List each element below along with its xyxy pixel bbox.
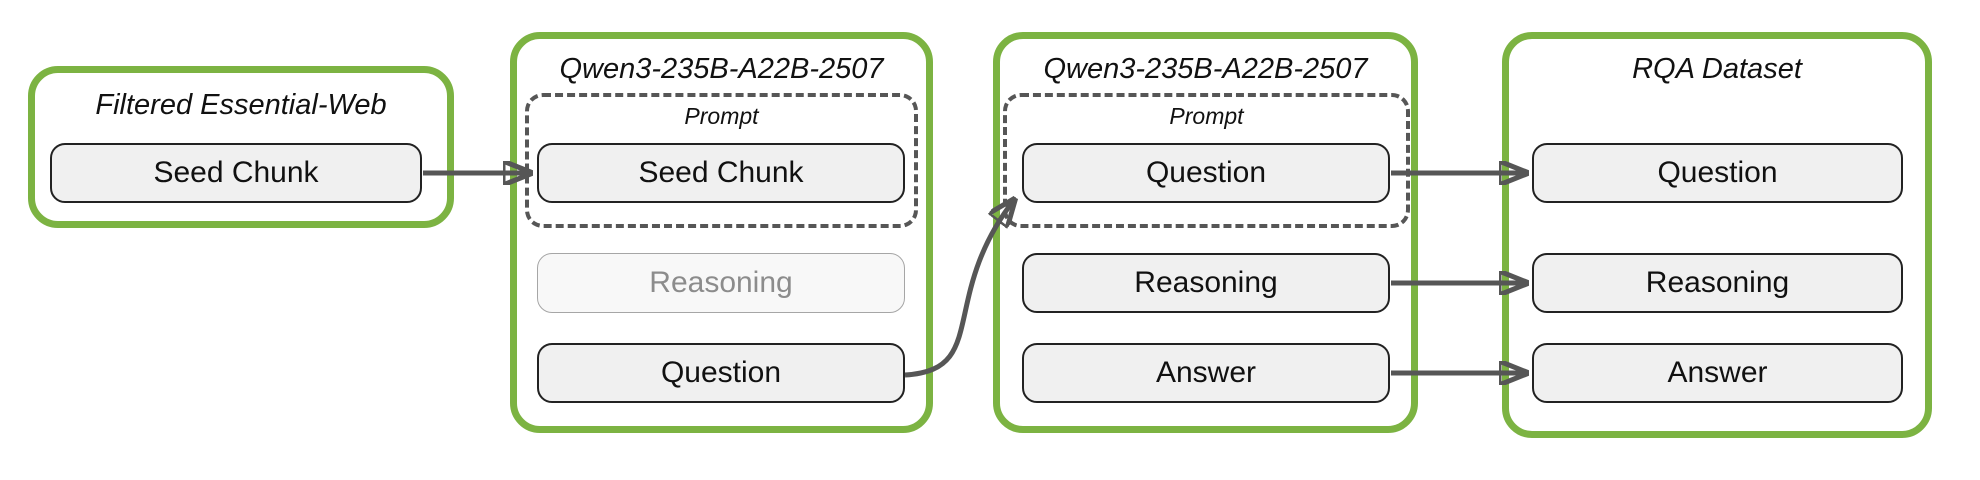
qwen3-answer-generation-box: Qwen3-235B-A22B-2507 Prompt Question Rea…	[993, 32, 1418, 433]
filtered-essential-web-title: Filtered Essential-Web	[95, 89, 387, 121]
reasoning-pill-dataset: Reasoning	[1532, 253, 1903, 313]
seed-chunk-pill-source: Seed Chunk	[50, 143, 422, 203]
prompt-dashed-container-answer-gen: Prompt	[1003, 93, 1410, 228]
question-pill-dataset: Question	[1532, 143, 1903, 203]
reasoning-pill-faded: Reasoning	[537, 253, 905, 313]
prompt-label: Prompt	[684, 103, 759, 129]
prompt-dashed-container-question-gen: Prompt	[525, 93, 918, 228]
rqa-dataset-box: RQA Dataset Question Reasoning Answer	[1502, 32, 1932, 438]
rqa-dataset-title: RQA Dataset	[1632, 53, 1802, 85]
question-pill-prompt: Question	[1022, 143, 1390, 203]
qwen3-question-generation-box: Qwen3-235B-A22B-2507 Prompt Seed Chunk R…	[510, 32, 933, 433]
answer-pill-generated: Answer	[1022, 343, 1390, 403]
reasoning-pill-generated: Reasoning	[1022, 253, 1390, 313]
seed-chunk-pill-prompt: Seed Chunk	[537, 143, 905, 203]
answer-pill-dataset: Answer	[1532, 343, 1903, 403]
filtered-essential-web-box: Filtered Essential-Web Seed Chunk	[28, 66, 454, 228]
qwen3-question-generation-title: Qwen3-235B-A22B-2507	[559, 53, 884, 85]
question-pill-generated: Question	[537, 343, 905, 403]
qwen3-answer-generation-title: Qwen3-235B-A22B-2507	[1043, 53, 1368, 85]
prompt-label: Prompt	[1169, 103, 1244, 129]
